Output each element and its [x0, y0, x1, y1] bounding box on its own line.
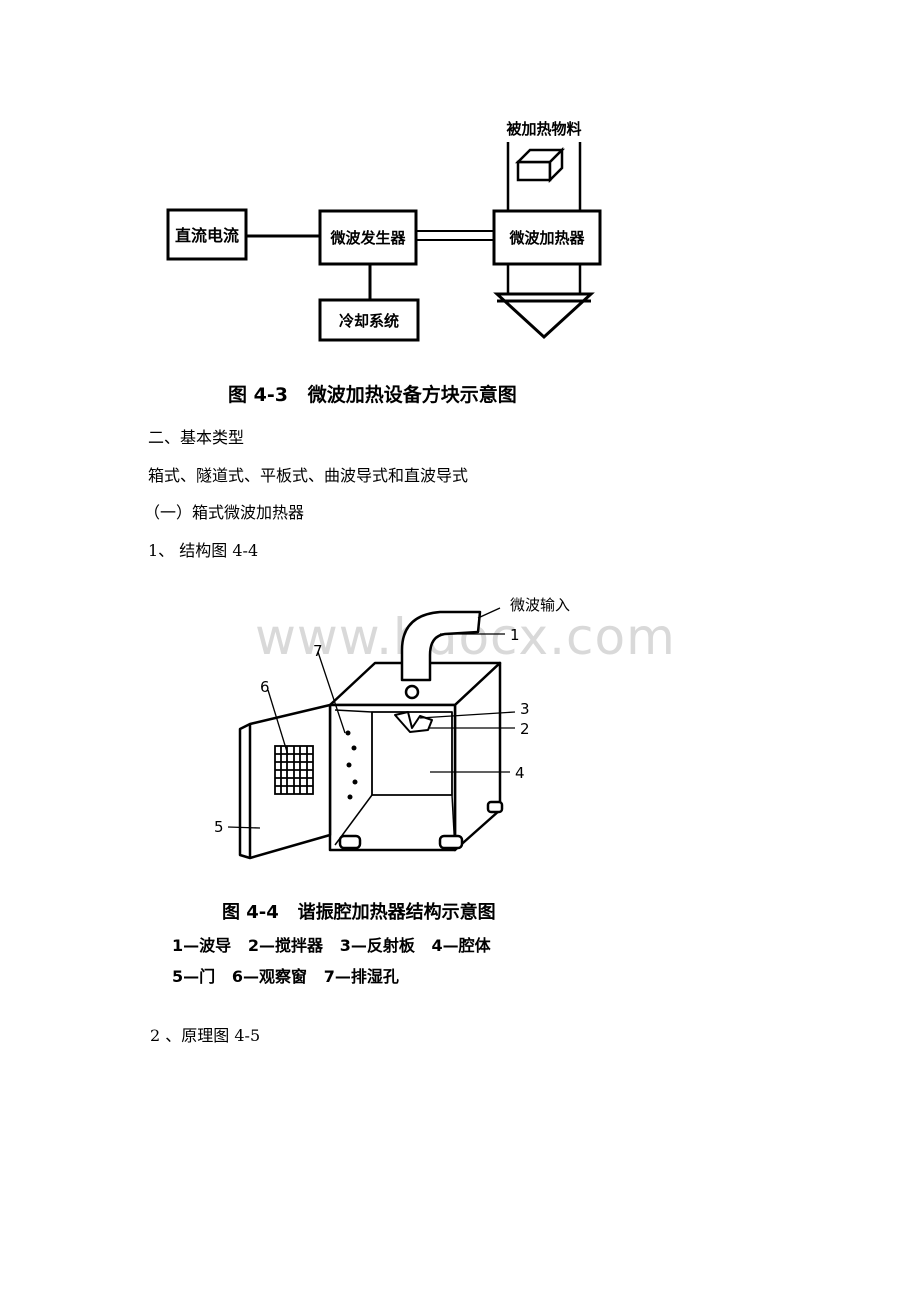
subsection-heading: （一）箱式微波加热器 — [144, 503, 305, 522]
observation-window — [274, 745, 314, 795]
microwave-generator-label: 微波发生器 — [329, 229, 406, 247]
label-4: 4 — [515, 764, 525, 782]
vent-holes — [345, 730, 358, 800]
types-line: 箱式、隧道式、平板式、曲波导式和直波导式 — [148, 466, 469, 485]
section-heading: 二、基本类型 — [148, 428, 245, 447]
foot-right — [438, 834, 464, 850]
figure-4-4-legend-line-1: 1—波导 2—搅拌器 3—反射板 4—腔体 — [172, 936, 491, 955]
figure-4-4-caption: 图 4-4 谐振腔加热器结构示意图 — [222, 902, 496, 923]
foot-left — [338, 834, 362, 850]
dc-current-block — [166, 208, 248, 261]
label-6: 6 — [260, 678, 270, 696]
microwave-heater-label: 微波加热器 — [508, 229, 585, 247]
cooling-system-label: 冷却系统 — [339, 312, 399, 330]
figure-4-3-diagram: 直流电流 微波发生器 微波加热器 冷却系统 被加热物料 — [166, 120, 602, 342]
cooling-system-block — [318, 298, 420, 342]
microwave-heater-block — [492, 209, 602, 266]
item-2-principle: 2 、原理图 4-5 — [150, 1026, 261, 1045]
material-box-icon — [514, 146, 566, 184]
figure-4-3-caption: 图 4-3 微波加热设备方块示意图 — [228, 384, 517, 406]
microwave-input-label: 微波输入 — [510, 596, 570, 614]
item-1-structure: 1、 结构图 4-4 — [148, 541, 259, 560]
figure-4-4-diagram: 微波输入 1 2 3 4 5 6 7 — [214, 596, 570, 860]
label-7: 7 — [313, 642, 323, 660]
microwave-generator-block — [318, 209, 418, 266]
figure-4-4-legend-line-2: 5—门 6—观察窗 7—排湿孔 — [172, 967, 399, 986]
exit-funnel-icon — [493, 292, 595, 340]
stirrer-knob — [404, 684, 420, 700]
label-3: 3 — [520, 700, 530, 718]
label-2: 2 — [520, 720, 530, 738]
label-1: 1 — [510, 626, 520, 644]
material-label: 被加热物料 — [506, 120, 581, 138]
waveguide — [400, 610, 482, 682]
foot-back — [486, 800, 504, 814]
label-5: 5 — [214, 818, 224, 836]
dc-current-label: 直流电流 — [175, 226, 239, 245]
